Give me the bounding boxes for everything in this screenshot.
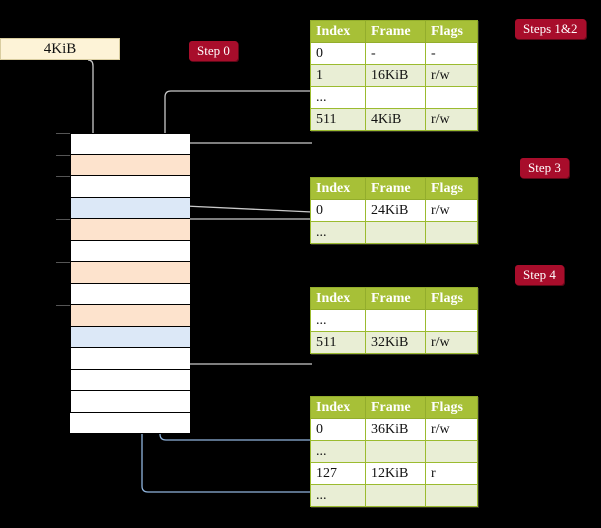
memory-block-row <box>70 154 190 177</box>
column-header-frame: Frame <box>365 20 426 43</box>
badge-step-4: Step 4 <box>515 265 564 285</box>
memory-block-row <box>70 262 190 284</box>
cell-index: ... <box>310 309 366 332</box>
source-frame-box: 4KiB <box>0 38 120 60</box>
memory-block-row <box>70 348 190 370</box>
cell-frame <box>365 221 426 244</box>
cell-index: 127 <box>310 462 366 485</box>
memory-block-row <box>70 133 190 155</box>
cell-frame: 32KiB <box>365 331 426 354</box>
table-row: ... <box>310 309 478 332</box>
table-row: ... <box>310 221 478 244</box>
cell-flags <box>425 86 478 109</box>
cell-flags <box>425 221 478 244</box>
memory-block-row <box>70 240 190 263</box>
column-header-index: Index <box>310 287 366 310</box>
physical-memory-column <box>70 133 190 435</box>
cell-flags: - <box>425 42 478 65</box>
cell-frame <box>365 484 426 507</box>
memory-block-row <box>70 176 190 198</box>
cell-flags <box>425 440 478 463</box>
cell-index: 0 <box>310 418 366 441</box>
cell-frame: 4KiB <box>365 108 426 131</box>
column-header-flags: Flags <box>425 20 478 43</box>
column-header-index: Index <box>310 20 366 43</box>
source-frame-label: 4KiB <box>43 40 77 57</box>
table-row: ... <box>310 440 478 463</box>
memory-block-row <box>70 197 190 220</box>
column-header-flags: Flags <box>425 177 478 200</box>
cell-index: 0 <box>310 199 366 222</box>
cell-index: ... <box>310 221 366 244</box>
table-row: ... <box>310 86 478 109</box>
memory-tick <box>56 133 70 134</box>
table-row: 0-- <box>310 42 478 65</box>
cell-flags <box>425 484 478 507</box>
memory-tick <box>56 155 70 156</box>
cell-frame <box>365 309 426 332</box>
memory-block-row <box>70 412 190 435</box>
cell-frame <box>365 440 426 463</box>
cell-index: 511 <box>310 108 366 131</box>
cell-index: ... <box>310 86 366 109</box>
memory-block-row <box>70 326 190 349</box>
table-row: ... <box>310 484 478 507</box>
cell-index: 1 <box>310 64 366 87</box>
column-header-flags: Flags <box>425 287 478 310</box>
column-header-index: Index <box>310 177 366 200</box>
memory-tick <box>56 219 70 220</box>
memory-tick <box>56 305 70 306</box>
cell-frame: 12KiB <box>365 462 426 485</box>
cell-flags: r/w <box>425 418 478 441</box>
memory-block-row <box>70 305 190 327</box>
badge-steps-1-2: Steps 1&2 <box>515 19 586 39</box>
memory-block-row <box>70 369 190 392</box>
column-header-frame: Frame <box>365 287 426 310</box>
memory-block-row <box>70 219 190 241</box>
column-header-index: Index <box>310 396 366 419</box>
memory-tick <box>56 262 70 263</box>
column-header-flags: Flags <box>425 396 478 419</box>
cell-frame: 36KiB <box>365 418 426 441</box>
cell-flags: r/w <box>425 331 478 354</box>
column-header-frame: Frame <box>365 177 426 200</box>
cell-flags: r/w <box>425 108 478 131</box>
cell-flags <box>425 309 478 332</box>
badge-step-0: Step 0 <box>189 41 238 61</box>
memory-block-row <box>70 391 190 413</box>
cell-flags: r <box>425 462 478 485</box>
cell-frame: 16KiB <box>365 64 426 87</box>
cell-index: 0 <box>310 42 366 65</box>
cell-index: ... <box>310 440 366 463</box>
column-header-frame: Frame <box>365 396 426 419</box>
cell-frame: - <box>365 42 426 65</box>
cell-frame: 24KiB <box>365 199 426 222</box>
badge-step-3: Step 3 <box>520 158 569 178</box>
memory-block-row <box>70 283 190 306</box>
cell-flags: r/w <box>425 199 478 222</box>
memory-tick <box>56 176 70 177</box>
cell-index: ... <box>310 484 366 507</box>
cell-flags: r/w <box>425 64 478 87</box>
cell-index: 511 <box>310 331 366 354</box>
cell-frame <box>365 86 426 109</box>
